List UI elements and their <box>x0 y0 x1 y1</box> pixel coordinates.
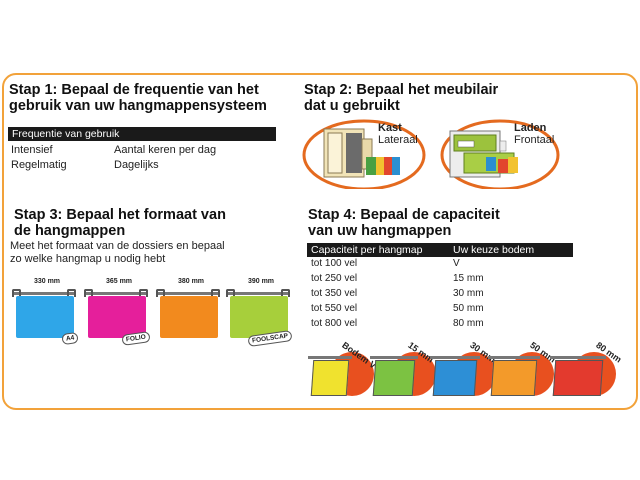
cabinet-illustration <box>302 117 432 191</box>
capacity-icon: Bodem V <box>308 338 388 402</box>
capacity-hanger <box>430 356 480 359</box>
drawer-illustration <box>440 117 570 191</box>
capacity-folder <box>490 360 538 396</box>
capacity-hanger <box>308 356 352 359</box>
folder-foolscap-body: FOOLSCAP <box>230 296 293 348</box>
folder-folio-body: FOLIO <box>88 296 151 346</box>
capacity-hanger <box>370 356 418 359</box>
step3-description: Meet het formaat van de dossiers en bepa… <box>10 240 225 265</box>
folder-a4-body: A4 <box>16 296 79 346</box>
capacity-folder <box>372 360 416 396</box>
capacity-table-header: Capaciteit per hangmap Uw keuze bodem <box>307 243 573 257</box>
frequency-label-1: Intensief <box>11 144 53 156</box>
frequency-value-2: Dagelijks <box>114 159 159 171</box>
capacity-folder <box>310 360 350 396</box>
capacity-folder <box>552 360 604 396</box>
frequency-value-1: Aantal keren per dag <box>114 144 217 156</box>
capacity-hanger <box>488 356 540 359</box>
step3-title: Stap 3: Bepaal het formaat van de hangma… <box>14 207 226 239</box>
step4-title: Stap 4: Bepaal de capaciteit van uw hang… <box>308 207 500 239</box>
capacity-icon: 50 mm <box>488 338 568 402</box>
frequency-table-header: Frequentie van gebruik <box>8 127 276 141</box>
capacity-col-header: Capaciteit per hangmap <box>311 244 423 256</box>
capacity-icon: 15 mm <box>370 338 450 402</box>
folder-380-body <box>160 296 218 338</box>
capacity-folder <box>432 360 478 396</box>
bodem-col-header: Uw keuze bodem <box>453 244 535 256</box>
step1-title: Stap 1: Bepaal de frequentie van het geb… <box>9 82 267 114</box>
frequency-label-2: Regelmatig <box>11 159 67 171</box>
step2-title: Stap 2: Bepaal het meubilair dat u gebru… <box>304 82 499 114</box>
capacity-hanger <box>550 356 606 359</box>
capacity-icon: 30 mm <box>430 338 510 402</box>
capacity-icon: 80 mm <box>550 338 630 402</box>
